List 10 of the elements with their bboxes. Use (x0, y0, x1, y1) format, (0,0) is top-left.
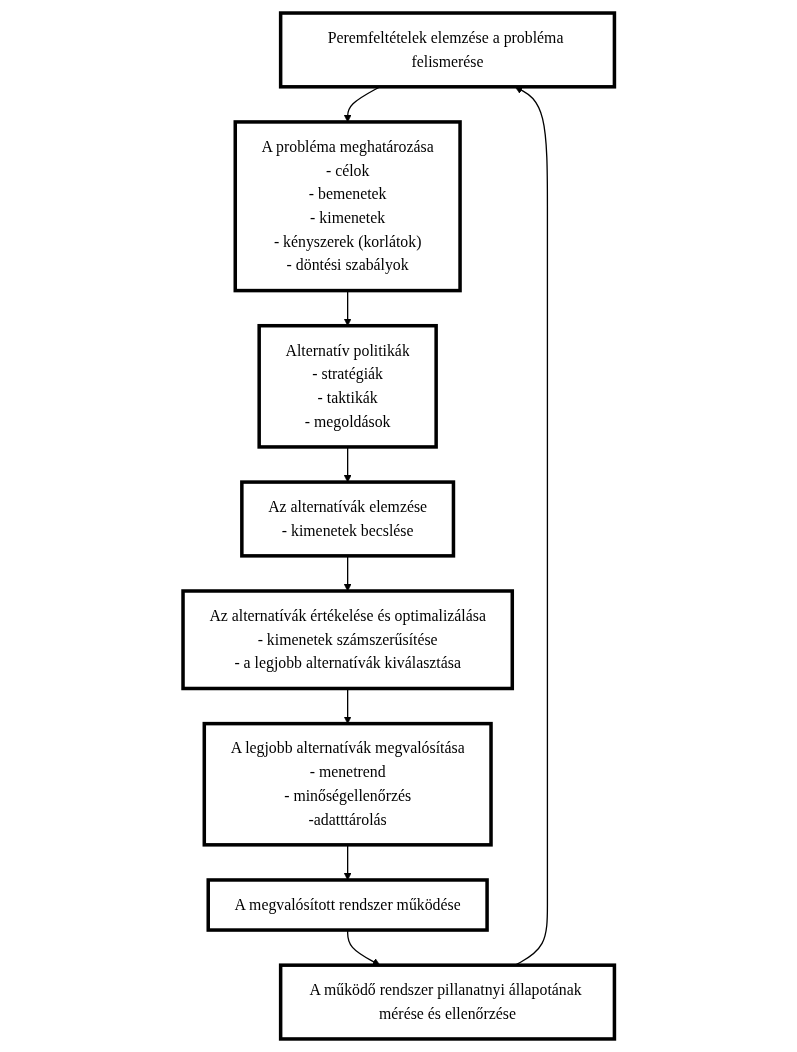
node-box: Az alternatívák értékelése és optimalizálása - kimenetek számszerűsítése - a legjobb alternatívák kiválasztása (181, 589, 514, 691)
node-box: A működő rendszer pillanatnyi állapotának mérése és ellenőrzése (278, 963, 616, 1041)
node-box: A legjobb alternatívák megvalósítása - menetrend - minőségellenőrzés -adatttárolás (202, 721, 493, 847)
node-box: A megvalósított rendszer működése (206, 878, 489, 932)
node-box: Az alternatívák elemzése - kimenetek becslése (239, 480, 455, 558)
node-box: Peremfeltételek elemzése a probléma felismerése (278, 11, 616, 89)
node-box: Alternatív politikák - stratégiák - taktikák - megoldások (257, 323, 438, 449)
arrow (514, 86, 548, 966)
arrow (343, 446, 352, 483)
node-box: A probléma meghatározása - célok - bemenetek - kimenetek - kényszerek (korlátok) - döntési szabályok (233, 120, 462, 293)
